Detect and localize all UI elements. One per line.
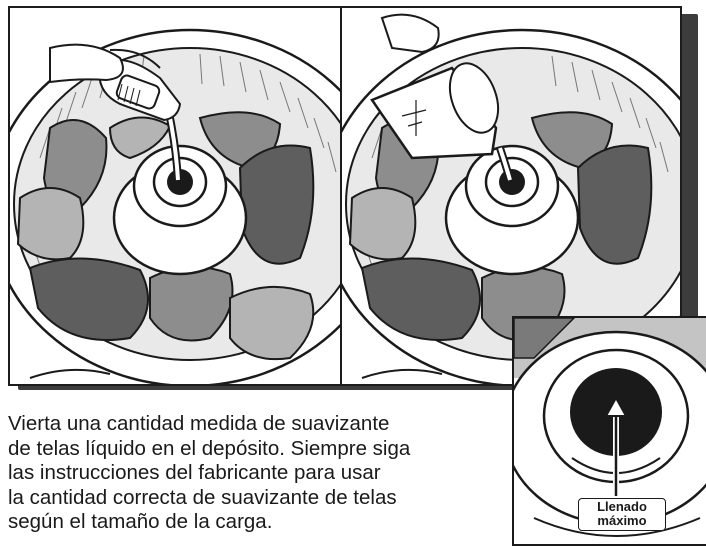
dispenser-opening (167, 169, 193, 195)
cloth-left-bottom (360, 257, 481, 341)
washer-tub-illustration-left (10, 28, 340, 384)
cloth-left-bottom (28, 257, 149, 341)
washer-tub-illustration-right (342, 13, 680, 384)
cloth-right-dark (576, 144, 653, 265)
pour-stream (498, 147, 512, 181)
tub-lip (361, 368, 443, 379)
illustration-border (8, 6, 682, 386)
tub-lip (29, 368, 111, 379)
measuring-cup-icon (370, 13, 500, 160)
cloth-center-top (108, 116, 172, 160)
max-fill-label: Llenado máximo (578, 498, 666, 531)
illustration-frame (8, 6, 698, 390)
cloth-right-dark (238, 144, 315, 265)
dispenser-closeup-illustration (514, 318, 706, 537)
panel-pour-cup (342, 8, 680, 384)
pour-stream (168, 117, 180, 181)
cloth-left-mid (16, 187, 85, 261)
hand-pouring-bottle-icon (49, 43, 182, 122)
max-fill-label-line2: máximo (597, 513, 647, 528)
up-arrow-icon (604, 395, 628, 496)
instruction-text: Vierta una cantidad medida de suavizante… (8, 412, 411, 533)
dispenser-closeup-inset (512, 316, 706, 546)
panel-pour-bottle (10, 8, 342, 384)
cloth-bottom-right (229, 285, 315, 361)
max-fill-label-line1: Llenado (597, 499, 647, 514)
cloth-left-mid (348, 187, 417, 261)
